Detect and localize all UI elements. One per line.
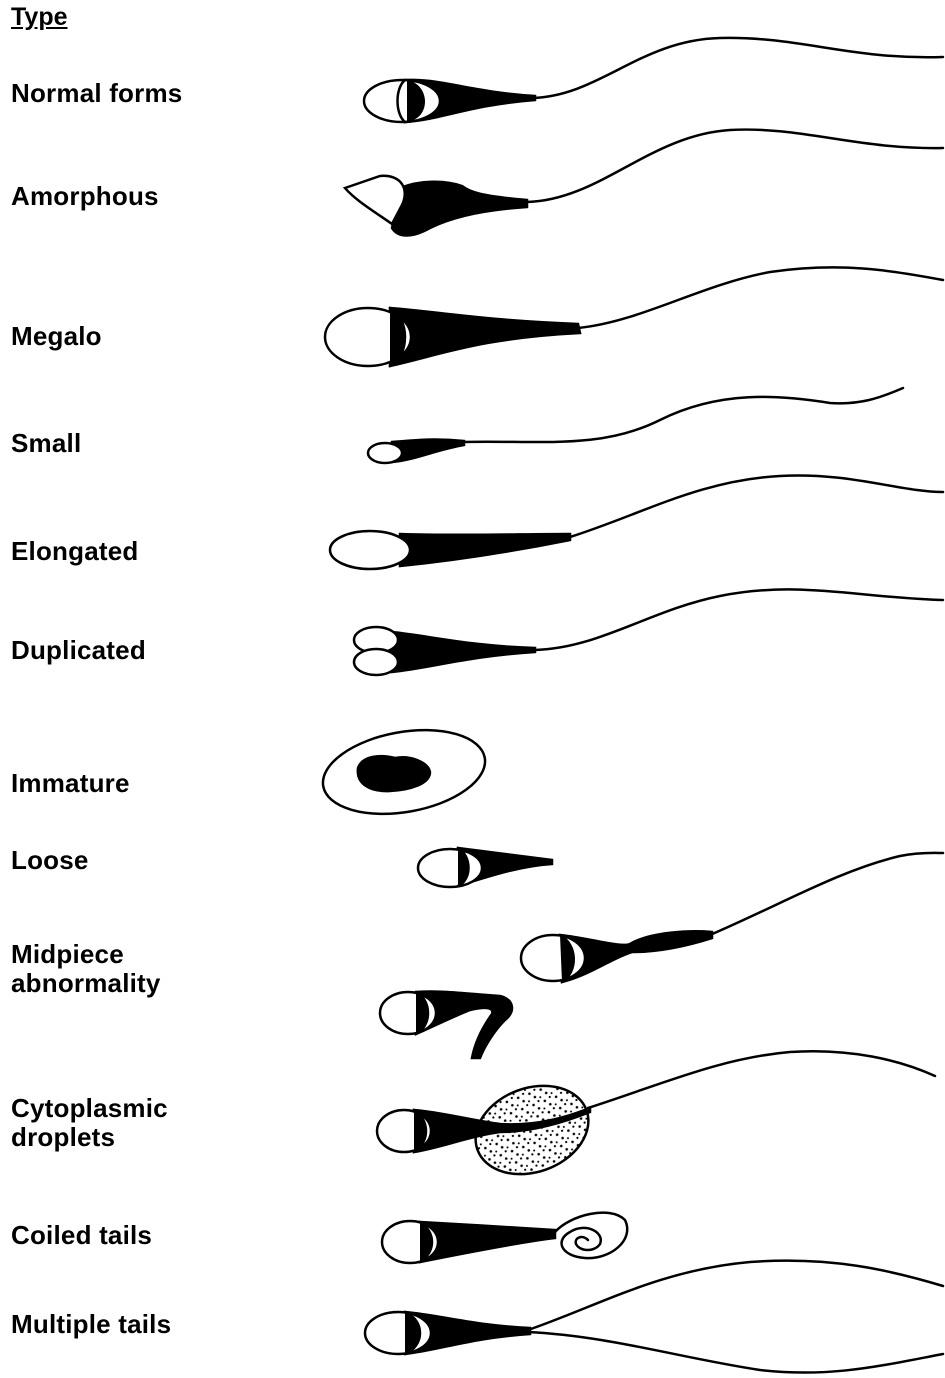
- sperm-cytoplasmic-droplets: [377, 1051, 935, 1189]
- sperm-elongated: [330, 475, 943, 569]
- sperm-immature: [316, 718, 491, 825]
- sperm-loose: [418, 848, 552, 887]
- sperm-megalo: [325, 267, 943, 366]
- sperm-multiple-tails: [365, 1261, 943, 1373]
- sperm-normal-forms: [364, 38, 943, 122]
- sperm-small: [368, 388, 903, 463]
- sperm-midpiece-abnormality-a: [521, 853, 943, 982]
- sperm-midpiece-abnormality-b: [380, 991, 512, 1058]
- sperm-coiled-tails: [382, 1213, 627, 1263]
- sperm-duplicated: [354, 589, 943, 675]
- sperm-amorphous: [345, 130, 943, 236]
